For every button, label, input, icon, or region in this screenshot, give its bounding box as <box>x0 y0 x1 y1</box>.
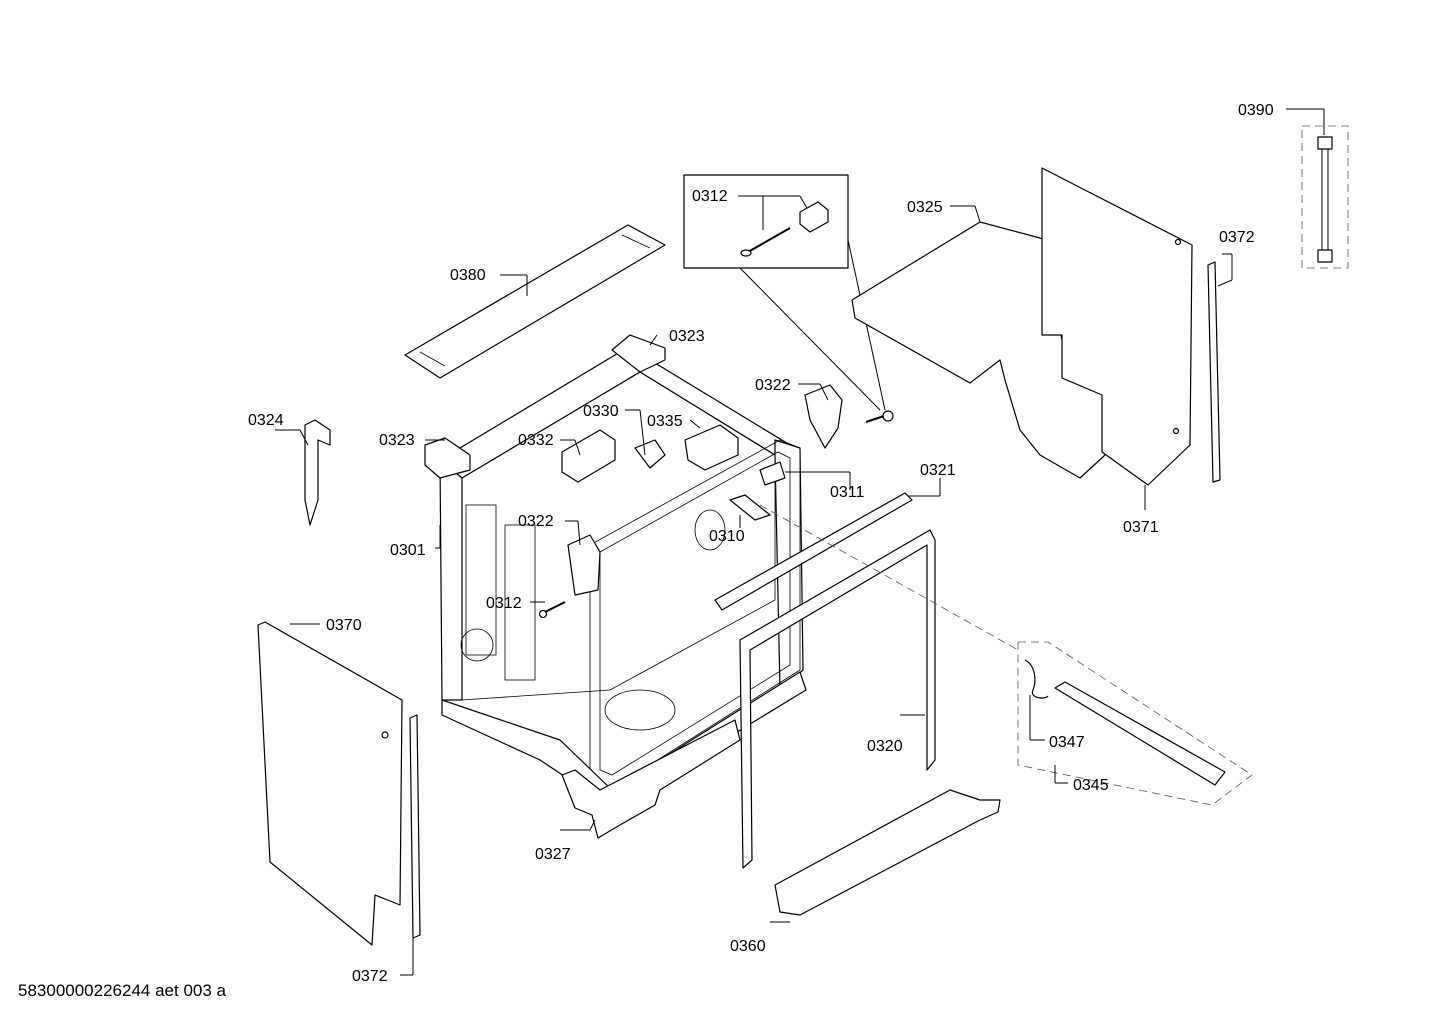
label-0320: 0320 <box>867 738 903 755</box>
label-0370: 0370 <box>326 617 362 634</box>
document-reference-number: 58300000226244 aet 003 a <box>18 981 226 1000</box>
label-0327: 0327 <box>535 846 571 863</box>
inset-0312-screw <box>683 174 894 423</box>
label-0301: 0301 <box>390 542 426 559</box>
part-0380-top-plate <box>404 224 666 379</box>
label-0323-top: 0323 <box>669 328 705 345</box>
label-0390: 0390 <box>1238 102 1274 119</box>
label-0323-left: 0323 <box>379 432 415 449</box>
label-0360: 0360 <box>730 938 766 955</box>
alignment-line <box>759 504 1019 651</box>
part-0371-side-panel <box>1041 167 1193 510</box>
part-0370-side-panel <box>257 621 403 946</box>
label-0380: 0380 <box>450 267 486 284</box>
label-0312-mid: 0312 <box>486 595 522 612</box>
label-0332: 0332 <box>518 432 554 449</box>
part-0372-strip-bottom <box>400 714 421 976</box>
part-0320-door-seal <box>739 529 936 869</box>
part-labels: 0390 0325 0372 0312 0380 0323 0322 0324 … <box>248 102 1274 985</box>
label-0372-top: 0372 <box>1219 229 1255 246</box>
label-0311: 0311 <box>830 484 865 501</box>
part-0345-rail <box>1017 641 1253 806</box>
leader-lines <box>425 334 851 603</box>
label-0310: 0310 <box>709 528 745 545</box>
label-0321: 0321 <box>920 462 956 479</box>
part-0360-kick-plate <box>770 789 1001 923</box>
label-0324: 0324 <box>248 412 284 429</box>
label-0322-right: 0322 <box>755 377 791 394</box>
part-0390-cable <box>1286 108 1349 269</box>
part-0321-seal-top <box>714 478 941 611</box>
label-0347: 0347 <box>1049 734 1085 751</box>
label-0322-mid: 0322 <box>518 513 554 530</box>
label-0372-bottom: 0372 <box>352 968 388 985</box>
part-0324-bracket <box>275 419 331 526</box>
part-0327-base-cover <box>560 719 741 839</box>
label-0335: 0335 <box>647 413 683 430</box>
part-0372-strip-top <box>1207 253 1233 483</box>
label-0330: 0330 <box>583 403 619 420</box>
label-0345: 0345 <box>1073 777 1109 794</box>
label-0371: 0371 <box>1123 519 1159 536</box>
label-0325: 0325 <box>907 199 943 216</box>
label-0312-inset: 0312 <box>692 188 728 205</box>
